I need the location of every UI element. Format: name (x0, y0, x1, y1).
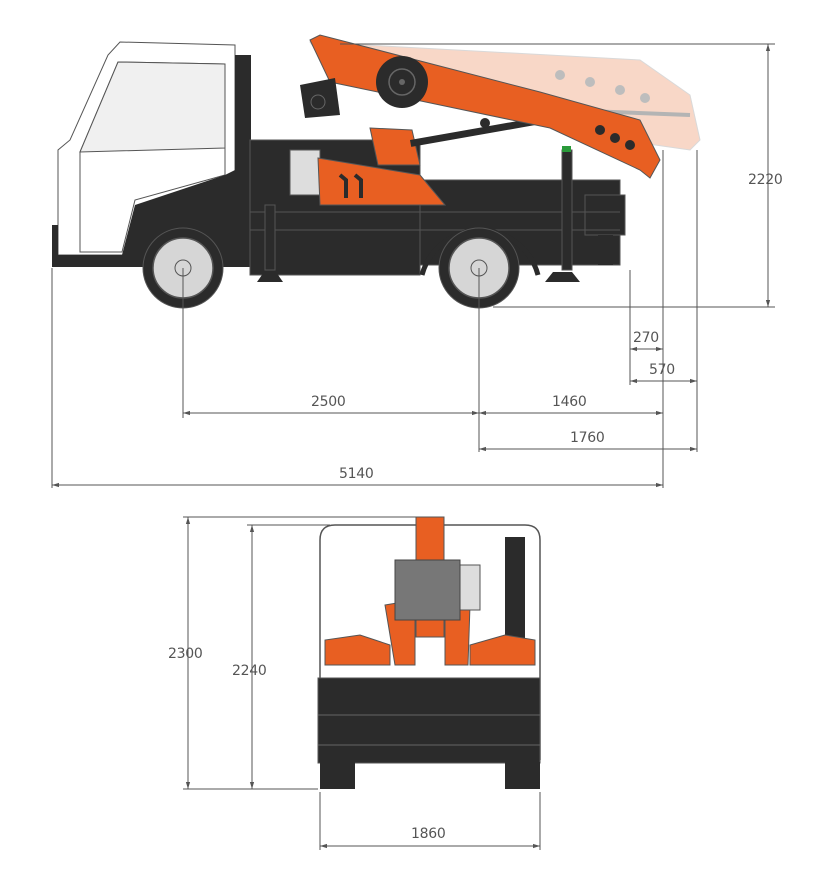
dim-overall-height: 2300 (168, 646, 203, 662)
truck-chassis (249, 139, 626, 282)
dim-axle-outrigger: 1460 (552, 394, 587, 410)
dim-height-boom: 2220 (748, 172, 783, 188)
dim-axle-boomtip: 1760 (570, 430, 605, 446)
side-view (51, 34, 775, 488)
dim-overall-length: 5140 (339, 466, 374, 482)
dim-wheelbase: 2500 (311, 394, 346, 410)
dim-cab-height: 2240 (232, 663, 267, 679)
front-dimension-lines (183, 516, 541, 850)
side-dimension-lines (51, 43, 775, 488)
front-view (183, 516, 541, 850)
dim-track-width: 1860 (411, 826, 446, 842)
dim-overhang-570: 570 (649, 362, 675, 378)
dim-overhang-270: 270 (633, 330, 659, 346)
crane-boom (300, 34, 661, 179)
